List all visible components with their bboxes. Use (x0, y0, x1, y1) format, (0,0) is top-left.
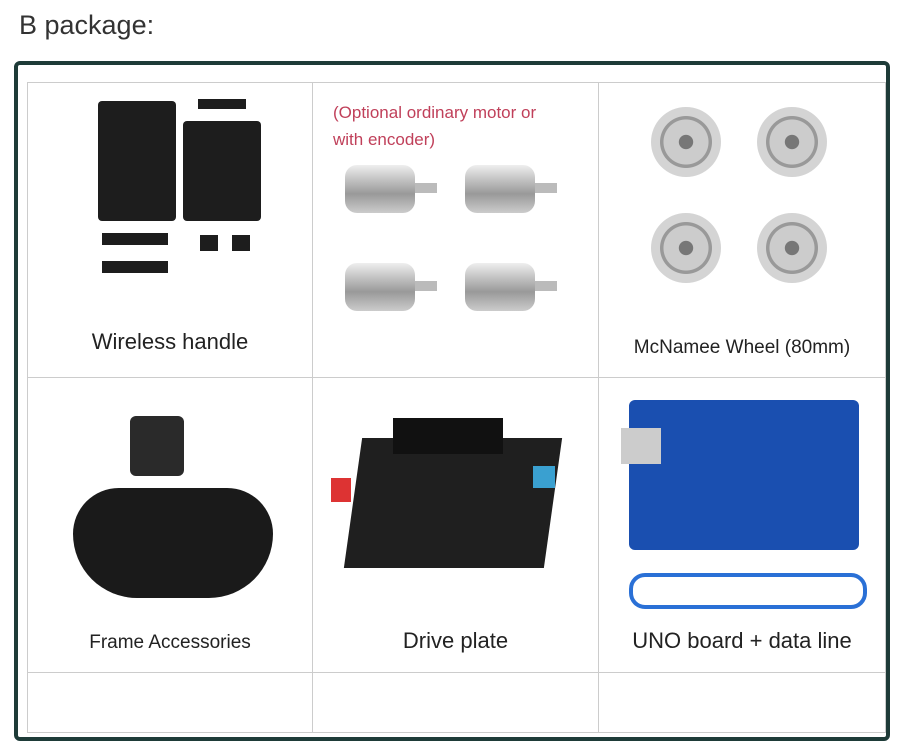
cell-controller: Frame Accessories (28, 378, 313, 673)
cell-label: Frame Accessories (89, 632, 251, 653)
note-line: (Optional ordinary motor or (333, 103, 537, 122)
cell-label: McNamee Wheel (80mm) (633, 337, 851, 358)
cell-label: UNO board + data line (632, 628, 852, 653)
motor-note: (Optional ordinary motor or with encoder) (333, 99, 536, 153)
cell-motors: (Optional ordinary motor or with encoder) (313, 83, 599, 378)
cell-empty (313, 673, 599, 733)
cell-frame-plates: Wireless handle (28, 83, 313, 378)
cell-label: Wireless handle (91, 329, 249, 354)
cell-label: Drive plate (402, 628, 509, 653)
cell-uno: UNO board + data line (599, 378, 886, 673)
cell-wheels: McNamee Wheel (80mm) (599, 83, 886, 378)
usb-cable-image (629, 573, 867, 609)
cell-drive-plate: Drive plate (313, 378, 599, 673)
page-title: B package: (19, 10, 155, 40)
package-grid: Wireless handle (Optional ordinary motor… (27, 82, 886, 733)
cell-empty (599, 673, 886, 733)
cell-empty (28, 673, 313, 733)
note-line: with encoder) (333, 130, 436, 149)
